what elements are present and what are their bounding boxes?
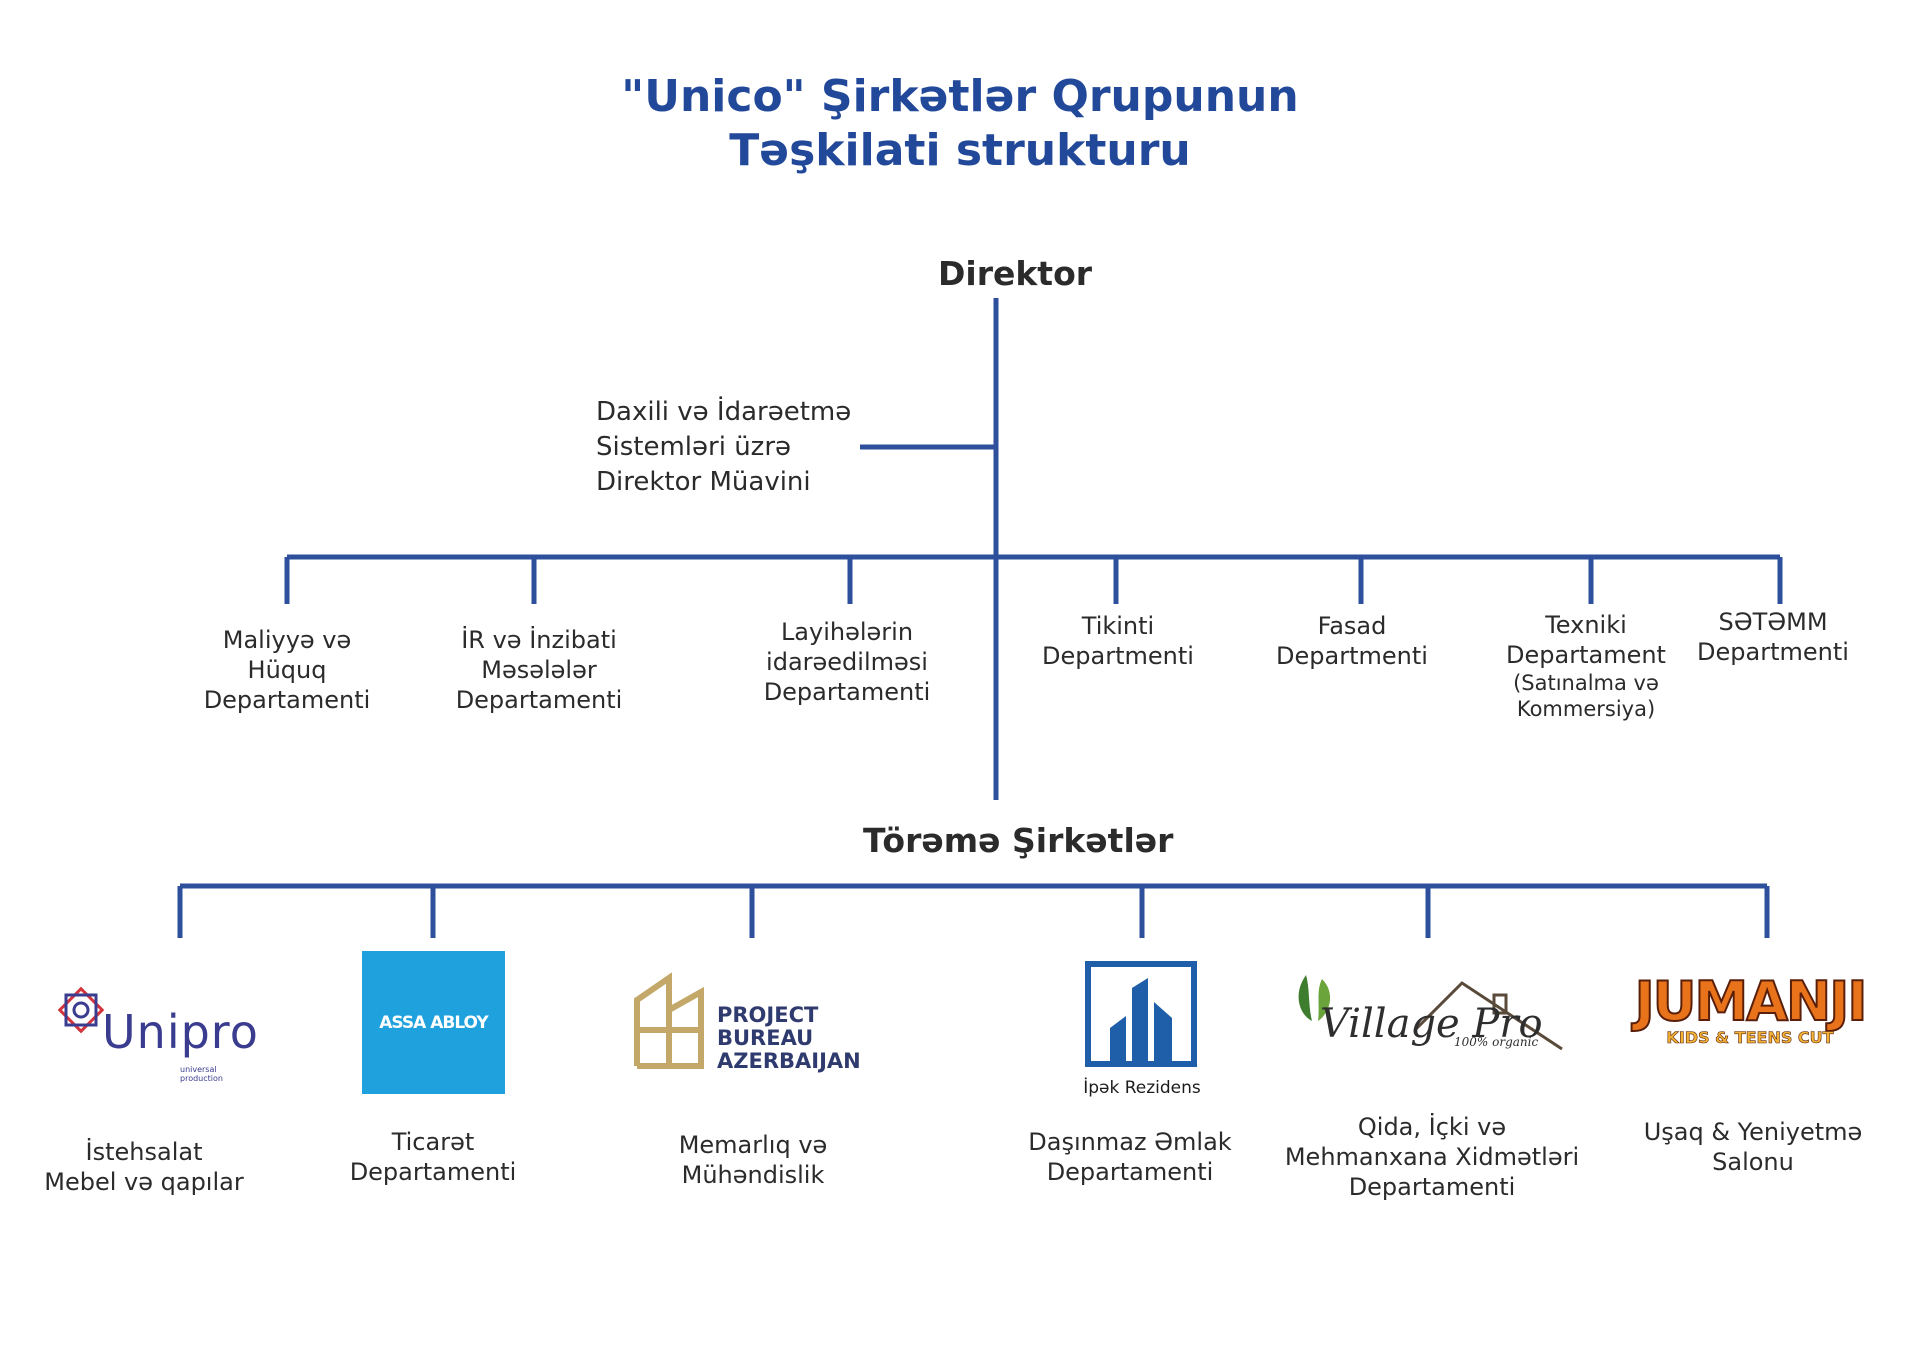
deputy-line-1: Daxili və İdarəetmə — [596, 397, 852, 427]
dept-facade: Fasad Departmenti — [1252, 611, 1452, 671]
dept-5-line-2: Departmenti — [1276, 642, 1428, 670]
dept-2-line-3: Departamenti — [455, 686, 623, 714]
dept-2-line-1: İR və İnzibati — [461, 626, 617, 654]
unipro-emblem-icon — [57, 986, 105, 1034]
jumanji-tagline: KIDS & TEENS CUT — [1666, 1028, 1834, 1048]
deputy-line-2: Sistemləri üzrə — [596, 432, 791, 462]
dept-1-line-1: Maliyyə və — [222, 626, 352, 654]
sub-6-line-2: Salonu — [1712, 1148, 1794, 1176]
dept-2-line-2: Məsələlər — [481, 656, 597, 684]
dept-4-line-1: Tikinti — [1081, 612, 1155, 640]
dept-6-line-1: Texniki — [1545, 611, 1627, 639]
unipro-tagline-2: production — [180, 1074, 223, 1083]
building-outline-icon — [634, 972, 704, 1069]
sub-2-line-1: Ticarət — [391, 1128, 475, 1156]
dept-hse: SƏTƏMM Departmenti — [1673, 607, 1873, 667]
sub-1-line-1: İstehsalat — [85, 1138, 203, 1166]
dept-project-management: Layihələrin idarəedilməsi Departamenti — [742, 617, 952, 707]
unipro-tagline-1: universal — [180, 1065, 217, 1074]
sub-2-line-2: Departamenti — [349, 1158, 517, 1186]
assa-abloy-logo: ASSA ABLOY — [362, 951, 505, 1094]
unipro-wordmark: Unipro — [102, 1005, 259, 1059]
village-pro-logo: Village Pro 100% organic — [1286, 965, 1576, 1065]
dept-3-line-2: idarəedilməsi — [766, 648, 928, 676]
sub-label-food-hospitality: Qida, İçki və Mehmanxana Xidmətləri Depa… — [1282, 1112, 1582, 1202]
dept-6-line-2: Departament — [1506, 641, 1666, 669]
pba-line-1: PROJECT — [717, 1003, 819, 1027]
unipro-tagline: universal production — [180, 1065, 223, 1083]
sub-label-real-estate: Daşınmaz Əmlak Departamenti — [1010, 1127, 1250, 1187]
pba-line-2: BUREAU — [717, 1026, 814, 1050]
dept-hr-admin: İR və İnzibati Məsələlər Departamenti — [434, 625, 644, 715]
deputy-director-node: Daxili və İdarəetmə Sistemləri üzrə Dire… — [596, 395, 851, 500]
sub-1-line-2: Mebel və qapılar — [44, 1168, 244, 1196]
dept-7-line-2: Departmenti — [1697, 638, 1849, 666]
dept-4-line-2: Departmenti — [1042, 642, 1194, 670]
sub-3-line-2: Mühəndislik — [681, 1161, 825, 1189]
dept-3-line-1: Layihələrin — [780, 618, 914, 646]
sub-5-line-3: Departamenti — [1348, 1173, 1516, 1201]
dept-5-line-1: Fasad — [1317, 612, 1387, 640]
dept-6-line-3: (Satınalma və — [1513, 671, 1659, 695]
dept-construction: Tikinti Departmenti — [1018, 611, 1218, 671]
project-bureau-wordmark: PROJECT BUREAU AZERBAIJAN — [717, 1004, 861, 1073]
dept-technical: Texniki Departament (Satınalma və Kommer… — [1486, 610, 1686, 722]
subsidiaries-header: Törəmə Şirkətlər — [863, 821, 1174, 860]
chart-title-line2: Təşkilati strukturu — [729, 125, 1191, 176]
chart-title-line1: "Unico" Şirkətlər Qrupunun — [621, 71, 1299, 122]
deputy-line-3: Direktor Müavini — [596, 467, 811, 497]
assa-abloy-wordmark: ASSA ABLOY — [379, 1012, 488, 1033]
sub-label-trade: Ticarət Departamenti — [318, 1127, 548, 1187]
village-pro-wordmark: Village Pro — [1320, 1001, 1543, 1047]
unipro-logo: Unipro universal production — [56, 985, 259, 1085]
dept-6-line-4: Kommersiya) — [1516, 697, 1656, 721]
sub-4-line-2: Departamenti — [1046, 1158, 1214, 1186]
house-leaf-icon — [1298, 975, 1563, 1051]
sub-label-production: İstehsalat Mebel və qapılar — [24, 1137, 264, 1197]
sub-6-line-1: Uşaq & Yeniyetmə — [1643, 1118, 1863, 1146]
sub-5-line-2: Mehmanxana Xidmətləri — [1284, 1143, 1580, 1171]
dept-7-line-1: SƏTƏMM — [1718, 608, 1828, 636]
dept-3-line-3: Departamenti — [763, 678, 931, 706]
director-node: Direktor — [938, 254, 1093, 293]
dept-1-line-3: Departamenti — [203, 686, 371, 714]
pba-line-3: AZERBAIJAN — [717, 1049, 861, 1073]
project-bureau-logo: PROJECT BUREAU AZERBAIJAN — [633, 970, 863, 1073]
sub-4-line-1: Daşınmaz Əmlak — [1028, 1128, 1232, 1156]
sub-label-architecture: Memarlıq və Mühəndislik — [638, 1130, 868, 1190]
sub-label-kids-salon: Uşaq & Yeniyetmə Salonu — [1628, 1117, 1878, 1177]
dept-finance-legal: Maliyyə və Hüquq Departamenti — [187, 625, 387, 715]
sub-5-line-1: Qida, İçki və — [1357, 1113, 1507, 1141]
jumanji-logo: JUMANJI KIDS & TEENS CUT — [1609, 969, 1891, 1060]
dept-1-line-2: Hüquq — [247, 656, 327, 684]
ipek-wordmark: İpək Rezidens — [1083, 1078, 1201, 1098]
towers-icon — [1085, 961, 1197, 1067]
sub-3-line-1: Memarlıq və — [678, 1131, 828, 1159]
village-pro-tagline: 100% organic — [1454, 1035, 1539, 1049]
jumanji-wordmark: JUMANJI — [1634, 969, 1869, 1034]
ipek-rezidens-logo: İpək Rezidens — [1072, 958, 1212, 1098]
